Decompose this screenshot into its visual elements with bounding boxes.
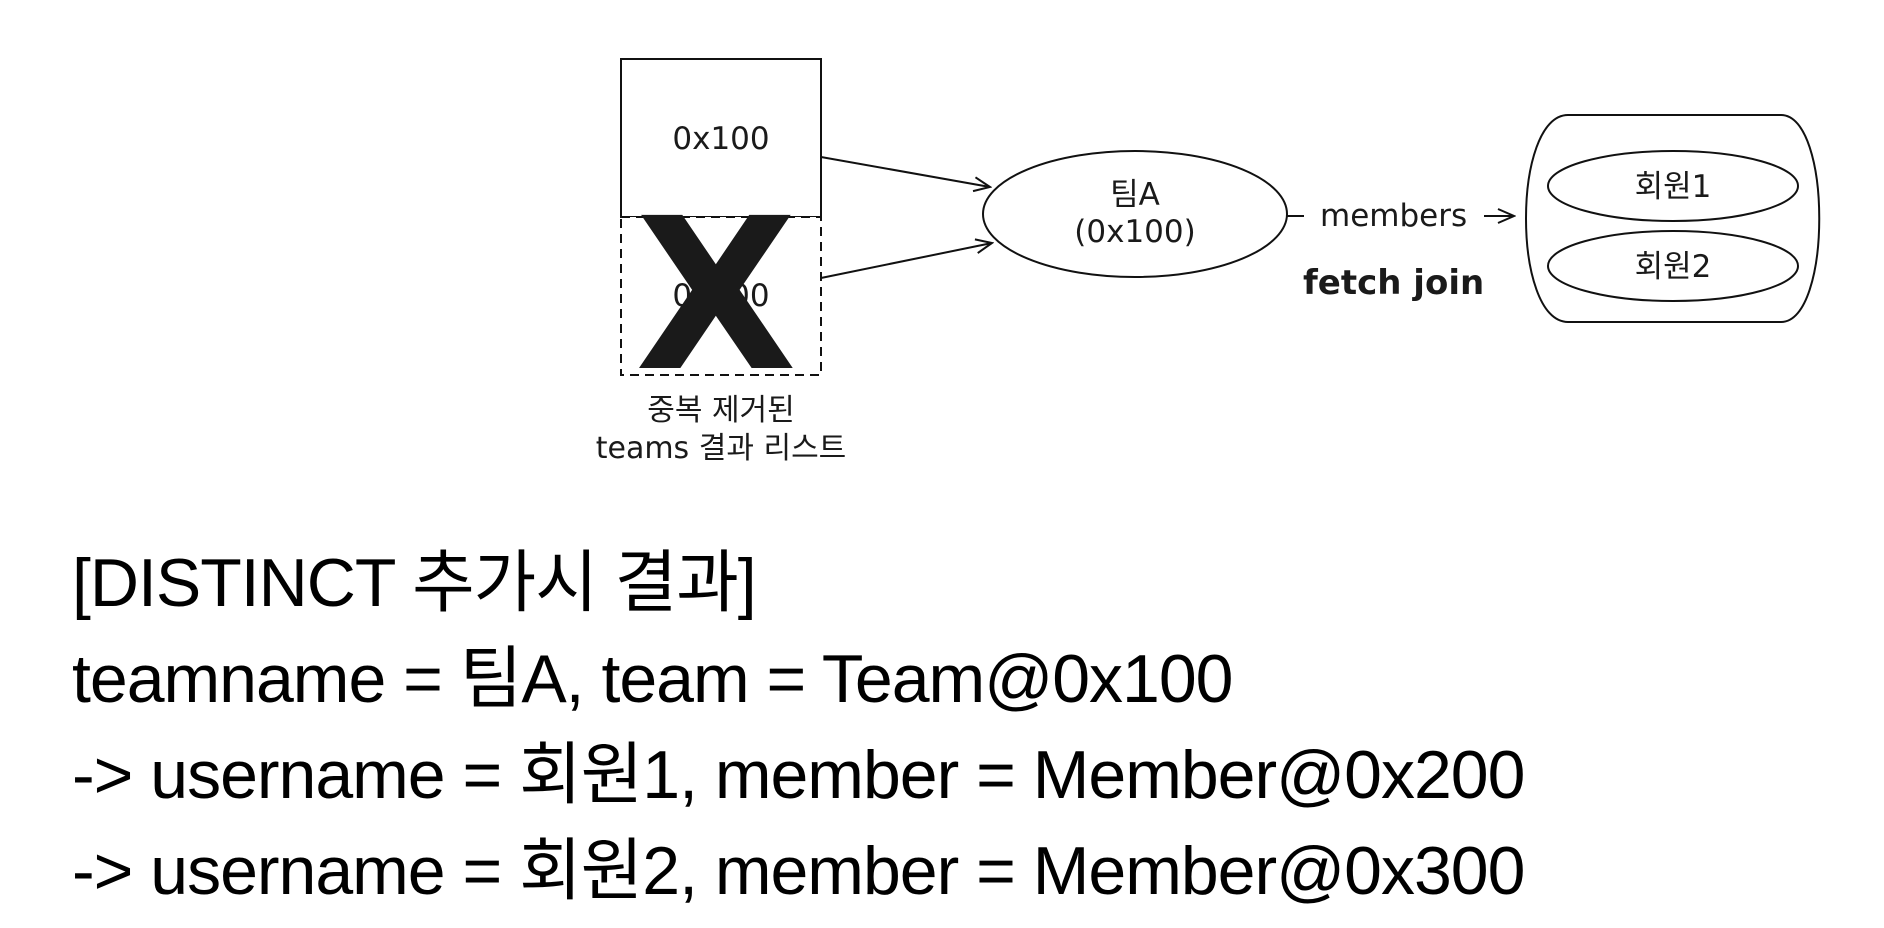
team-address: (0x100) xyxy=(1074,214,1195,250)
team-node xyxy=(982,150,1288,278)
result-line-member-1: -> username = 회원1, member = Member@0x200 xyxy=(72,737,1525,813)
team-name: 팀A xyxy=(1110,177,1160,213)
result-line-team: teamname = 팀A, team = Team@0x100 xyxy=(72,641,1234,717)
result-text-block: [DISTINCT 추가시 결과] teamname = 팀A, team = … xyxy=(72,535,1525,919)
relation-label: members xyxy=(1320,198,1467,234)
member-2-label: 회원2 xyxy=(1635,249,1712,285)
member-1-label: 회원1 xyxy=(1635,169,1712,205)
row-2-address: 0x100 xyxy=(672,278,769,314)
arrow-row-1-to-team xyxy=(820,156,990,187)
removed-x-mark: X xyxy=(635,173,797,418)
list-row-1 xyxy=(620,58,822,218)
result-line-member-2: -> username = 회원2, member = Member@0x300 xyxy=(72,833,1525,909)
list-label-line-2: teams 결과 리스트 xyxy=(596,431,847,466)
member-node-2 xyxy=(1547,230,1799,302)
fetch-join-label: fetch join xyxy=(1303,263,1484,303)
list-label-line-1: 중복 제거된 xyxy=(647,393,795,428)
arrow-row-2-to-team xyxy=(820,243,992,279)
row-1-address: 0x100 xyxy=(672,121,769,157)
result-heading: [DISTINCT 추가시 결과] xyxy=(72,545,757,621)
list-row-2-removed xyxy=(620,216,822,376)
member-node-1 xyxy=(1547,150,1799,222)
